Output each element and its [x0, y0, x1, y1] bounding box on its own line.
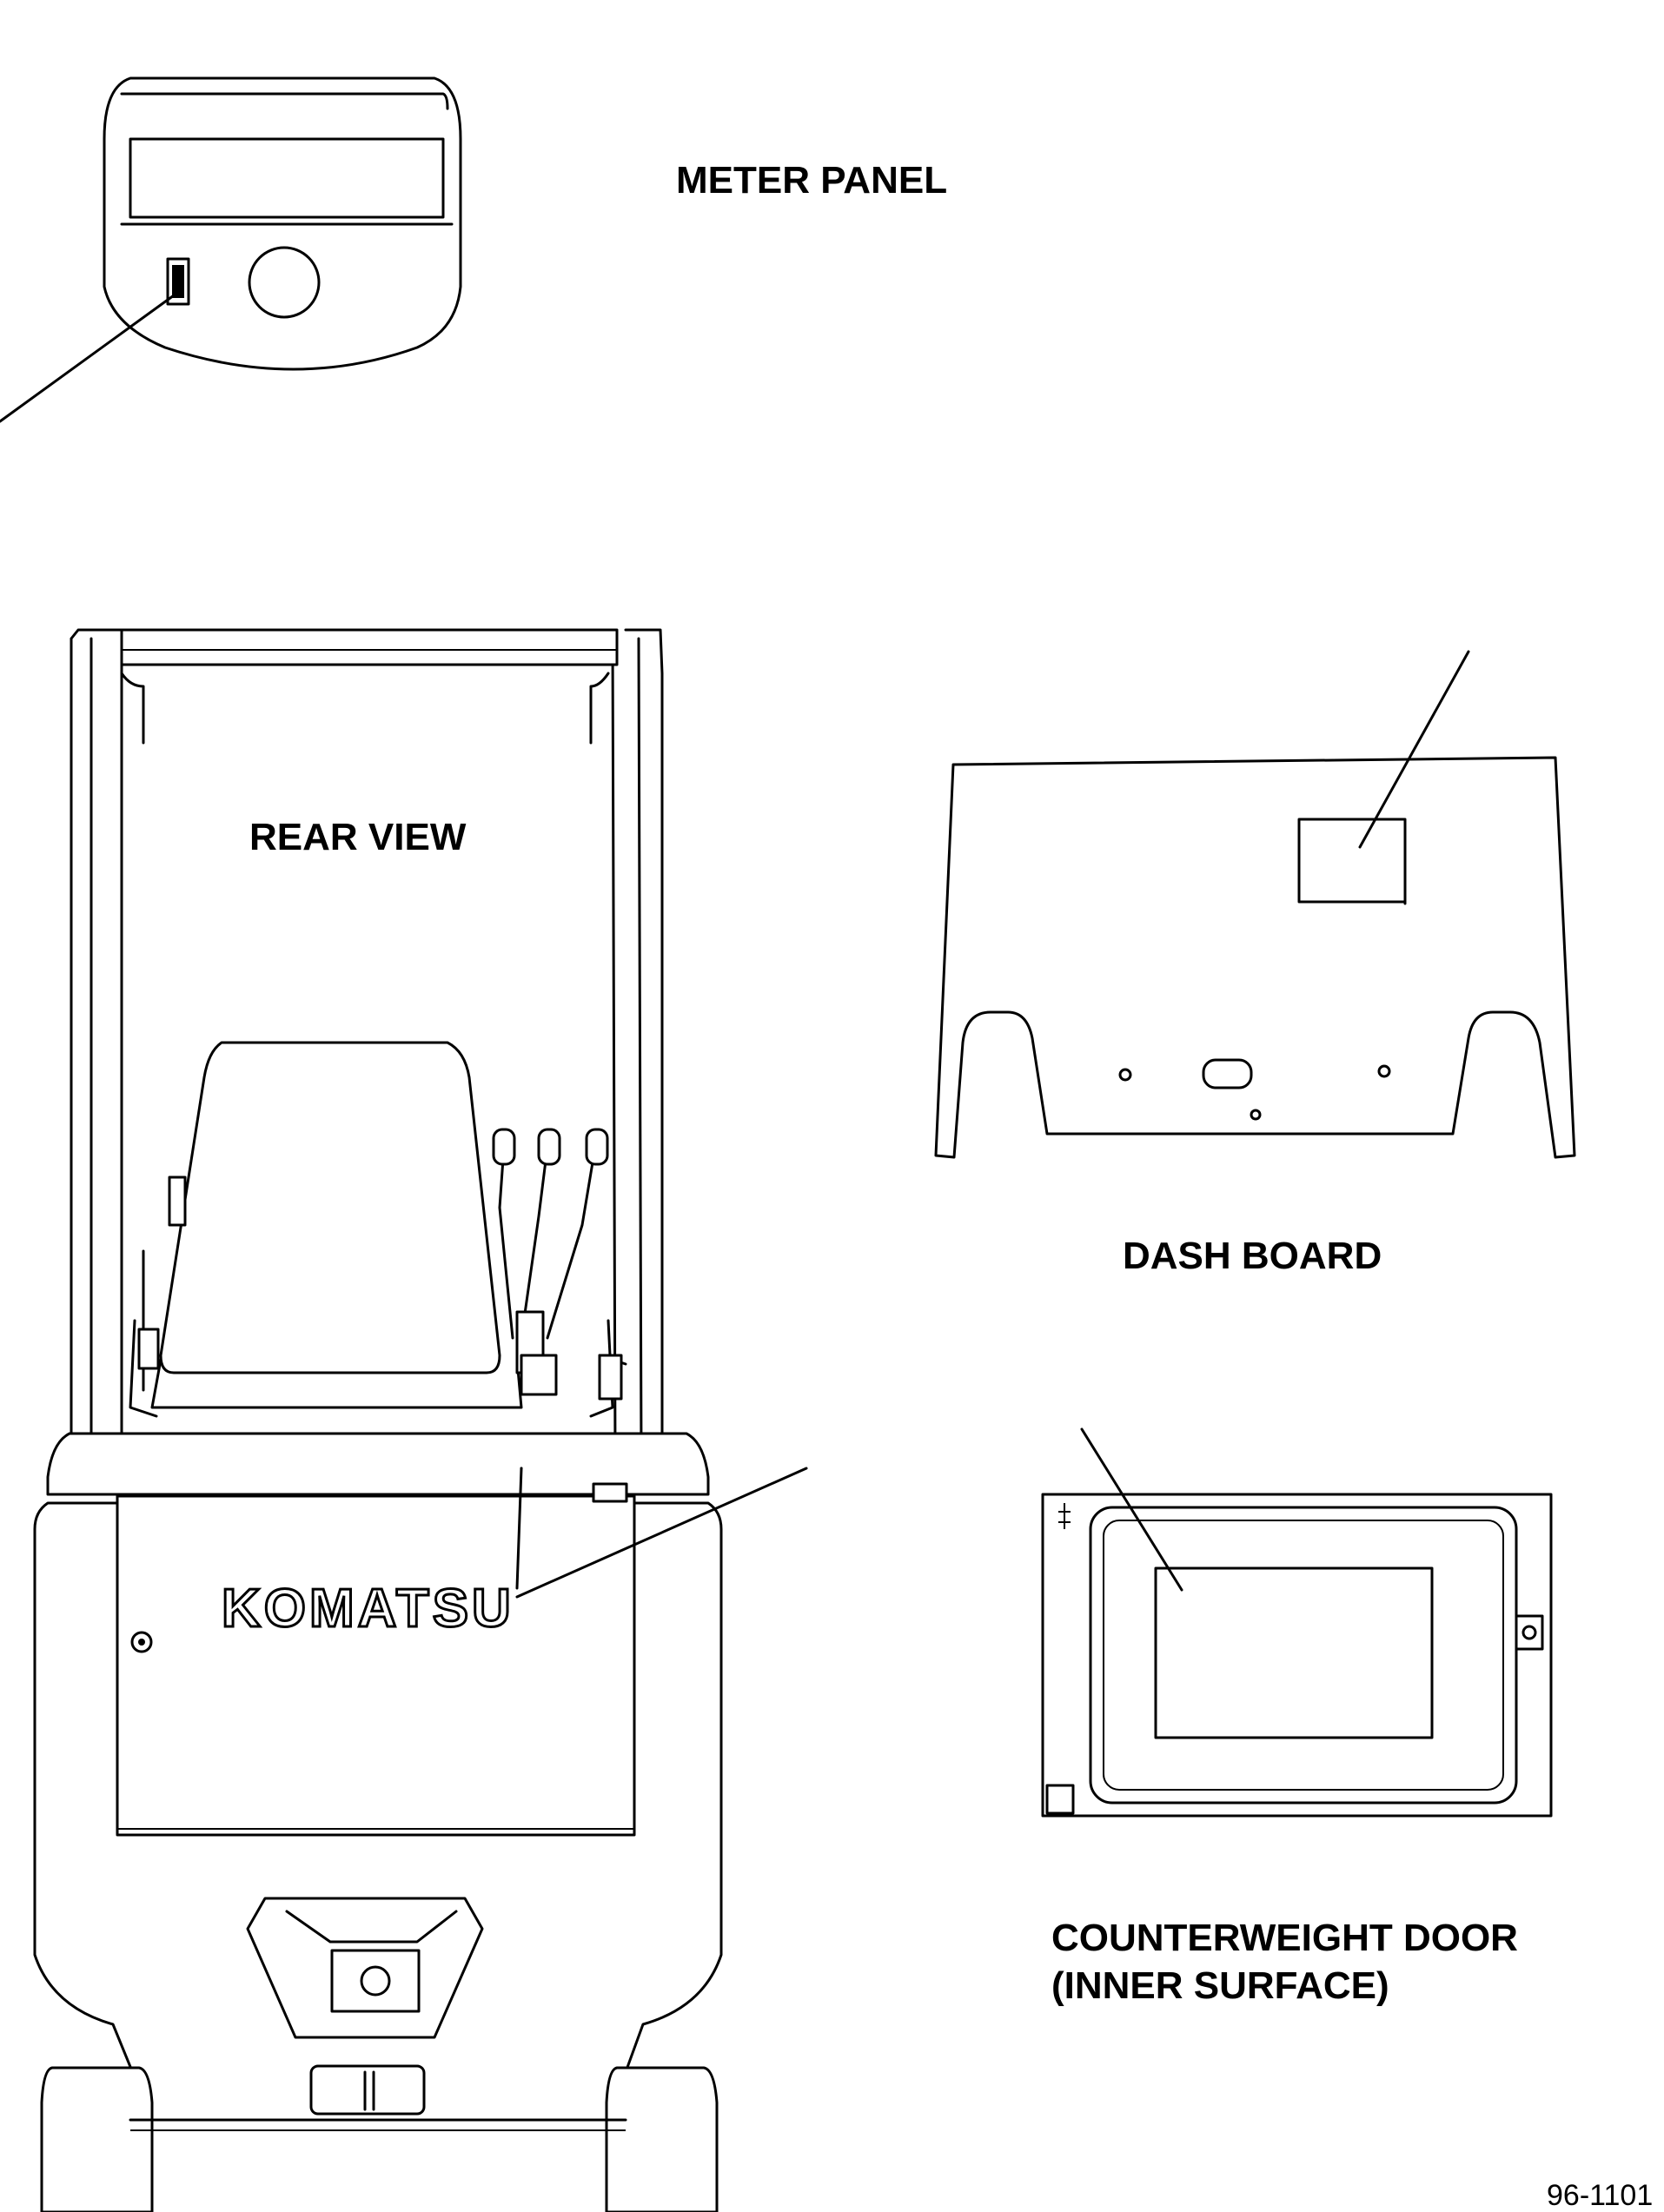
meter-panel-label-mark	[172, 265, 184, 298]
counterweight-door-rear	[116, 1494, 636, 1837]
dash-board-outline	[934, 756, 1576, 1159]
door-lock-knob-center	[138, 1639, 145, 1646]
meter-panel-drawing	[0, 76, 462, 423]
overhead-guard-right-post	[611, 628, 664, 1461]
seat-base	[150, 1358, 523, 1409]
body-hood	[46, 1432, 710, 1496]
counterweight-door-inner-drawing	[1041, 1427, 1553, 1818]
control-levers	[492, 1128, 609, 1396]
door-inner-label-plate	[1154, 1566, 1434, 1739]
dash-board-label-plate	[1297, 818, 1407, 904]
meter-panel-title: METER PANEL	[676, 159, 947, 202]
guard-corner-right	[589, 672, 610, 745]
dash-board-leader-line	[1358, 650, 1470, 849]
dash-board-bolt-right	[1377, 1064, 1391, 1078]
figure-number: 96-1101	[1547, 2179, 1653, 2212]
forklift-rear-view-drawing: KOMATSU	[33, 628, 808, 2212]
door-inner-latch-hole	[1521, 1625, 1537, 1640]
left-side-mechanism	[129, 1176, 187, 1418]
left-rear-wheel	[40, 2066, 154, 2212]
meter-panel-inner-rim	[120, 92, 449, 110]
door-inner-leader-line	[1080, 1427, 1183, 1592]
dash-board-title: DASH BOARD	[1123, 1235, 1382, 1277]
counterweight-door-title-line1: COUNTERWEIGHT DOOR	[1051, 1917, 1518, 1959]
meter-panel-gauge	[248, 246, 321, 319]
right-side-mechanism	[589, 1319, 627, 1418]
meter-panel-display	[129, 137, 445, 219]
right-rear-wheel	[605, 2066, 719, 2212]
dash-board-slot	[1202, 1058, 1253, 1089]
rear-view-title: REAR VIEW	[249, 816, 467, 858]
dash-board-bolt-left	[1118, 1068, 1132, 1082]
operator-seat	[159, 1041, 501, 1374]
door-latch	[592, 1482, 628, 1503]
dash-board-bolt-bottom	[1250, 1109, 1262, 1121]
dash-board-drawing	[934, 650, 1576, 1159]
counterweight-door-title-line2: (INNER SURFACE)	[1051, 1964, 1389, 2007]
overhead-guard-top-bar	[120, 628, 619, 666]
overhead-guard-left-post	[70, 628, 123, 1461]
rear-lamp-bulb	[360, 1965, 391, 1997]
meter-panel-leader-line	[0, 294, 176, 423]
rear-lamp-housing-inner	[285, 1910, 458, 1944]
tow-hitch	[309, 2064, 426, 2116]
door-inner-panel-rim	[1103, 1520, 1504, 1791]
komatsu-logo: KOMATSU	[222, 1579, 514, 1639]
logo-leader-line	[515, 1467, 523, 1590]
guard-corner-left	[120, 672, 145, 745]
rear-view-leader-line	[515, 1467, 808, 1599]
door-inner-hinge	[1045, 1784, 1075, 1815]
